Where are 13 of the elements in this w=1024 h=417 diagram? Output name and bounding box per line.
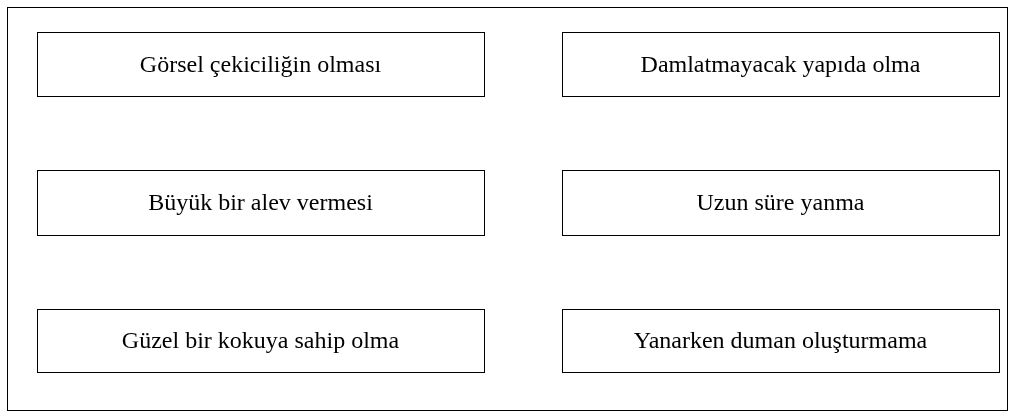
text-box [36, 308, 485, 373]
frame-box [7, 7, 1008, 411]
box-label: Görsel çekiciliğin olması [139, 50, 382, 78]
text-box [561, 308, 1000, 373]
box-label: Güzel bir kokuya sahip olma [121, 327, 400, 354]
text-box [561, 31, 1000, 97]
box-label: Yanarken duman oluşturmama [633, 327, 928, 354]
text-box [36, 169, 485, 236]
box-label: Büyük bir alev vermesi [148, 189, 373, 216]
text-box [561, 169, 1000, 236]
box-label: Uzun süre yanma [696, 189, 865, 216]
text-box [36, 31, 485, 97]
box-label: Damlatmayacak yapıda olma [640, 50, 921, 78]
